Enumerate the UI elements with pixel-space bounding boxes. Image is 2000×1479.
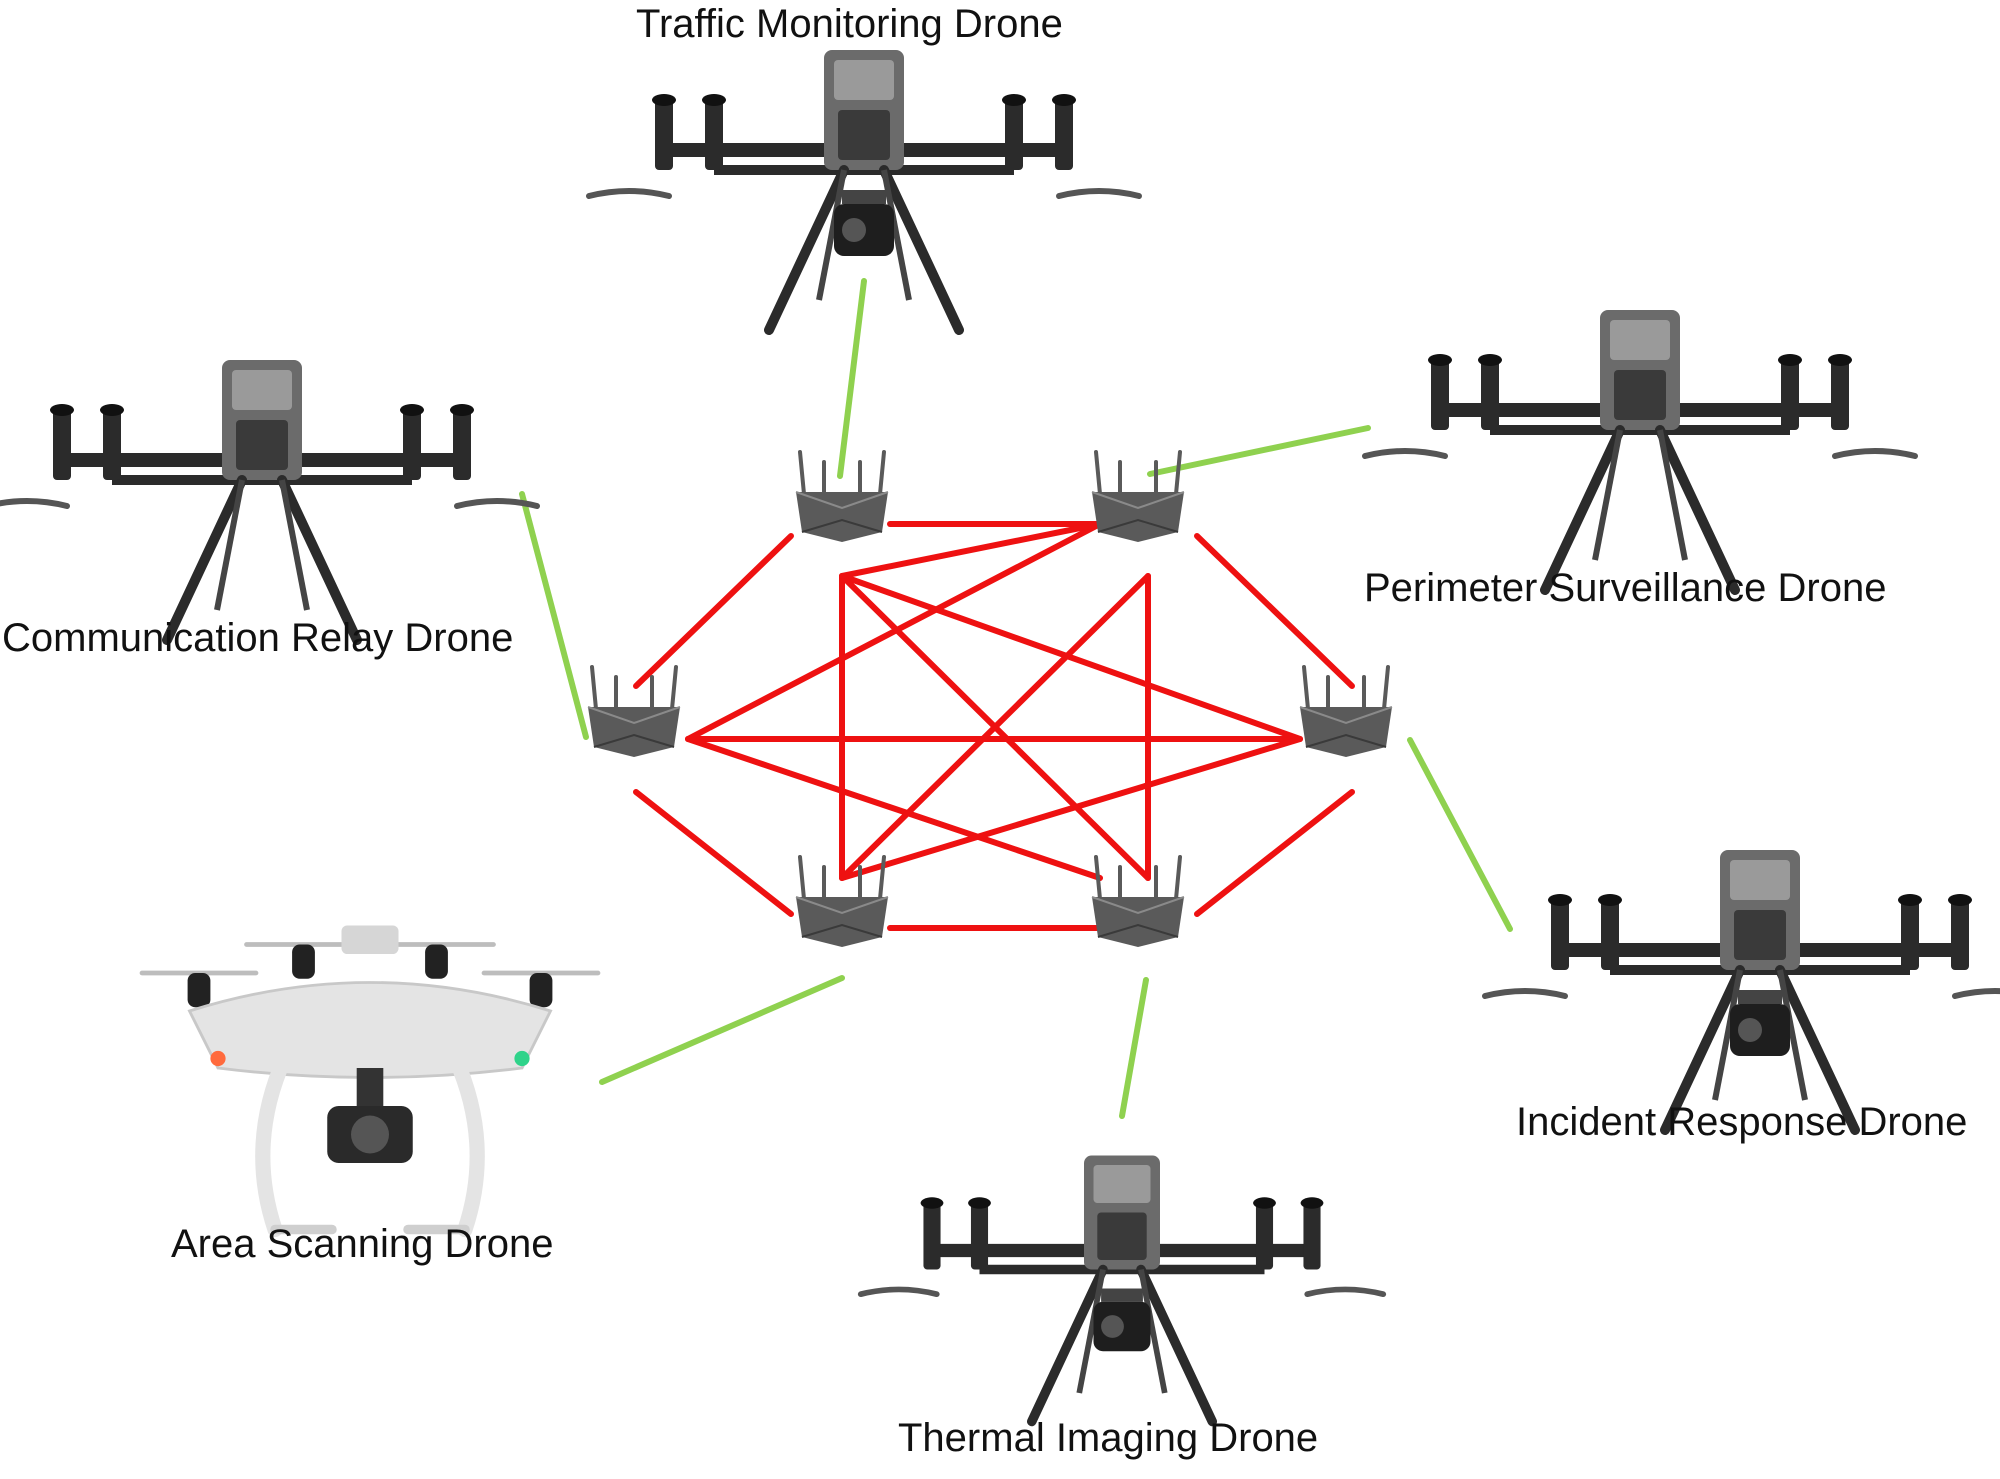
mesh-link-12 — [839, 736, 1303, 881]
mesh-link-3 — [633, 789, 794, 917]
drone-thermal-icon — [857, 1155, 1387, 1427]
routers — [587, 450, 1393, 947]
router-bottom-left — [795, 855, 889, 947]
drone-link-thermal — [1119, 977, 1149, 1119]
drone-link-area — [599, 975, 845, 1085]
drone-traffic-icon — [586, 50, 1142, 335]
label-incident-response-drone: Incident Response Drone — [1516, 1100, 1968, 1144]
drone-relay-icon — [0, 360, 540, 645]
mesh-link-15 — [839, 521, 1103, 579]
mesh-link-11 — [839, 573, 1303, 742]
label-perimeter-surveillance-drone: Perimeter Surveillance Drone — [1364, 566, 1887, 610]
drone-link-perimeter — [1147, 425, 1371, 477]
drone-link-traffic — [837, 278, 867, 479]
label-communication-relay-drone: Communication Relay Drone — [2, 616, 514, 660]
drone-perimeter-icon — [1362, 310, 1918, 595]
drones — [0, 50, 2000, 1427]
mesh-link-10 — [685, 736, 1103, 881]
mesh-link-5 — [1194, 789, 1355, 917]
label-thermal-imaging-drone: Thermal Imaging Drone — [898, 1416, 1319, 1460]
drone-area-icon — [139, 925, 601, 1238]
mesh-link-14 — [839, 573, 1151, 881]
mesh-link-4 — [1194, 533, 1355, 689]
label-traffic-monitoring-drone: Traffic Monitoring Drone — [636, 2, 1063, 46]
mesh-link-2 — [633, 533, 794, 689]
router-top-left — [795, 450, 889, 542]
drone-link-relay — [519, 491, 589, 740]
mesh-links — [633, 521, 1355, 931]
label-area-scanning-drone: Area Scanning Drone — [171, 1222, 554, 1266]
router-top-right — [1091, 450, 1185, 542]
drone-links — [519, 278, 1513, 1119]
drone-link-incident — [1407, 737, 1513, 932]
router-right — [1299, 665, 1393, 757]
router-left — [587, 665, 681, 757]
drone-incident-icon — [1482, 850, 2000, 1135]
router-bottom-right — [1091, 855, 1185, 947]
